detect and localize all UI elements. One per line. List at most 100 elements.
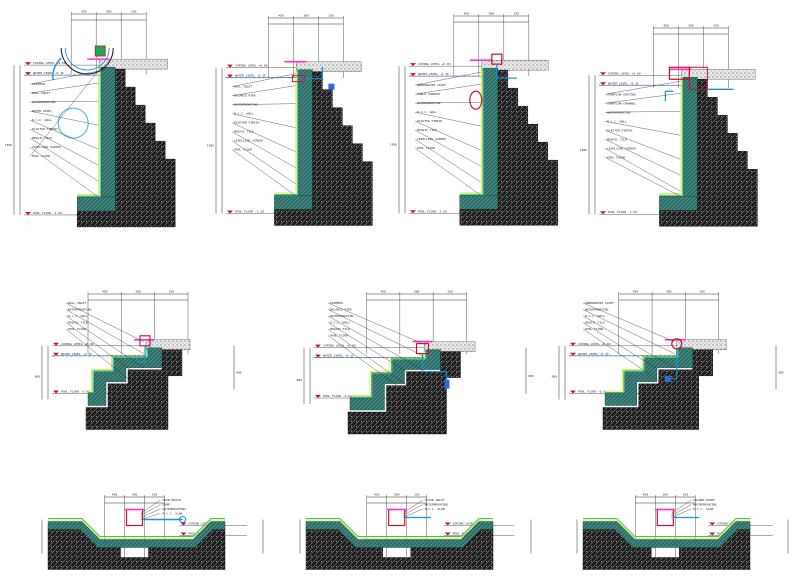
level-label: POOL FLOOR -0.60 [578, 390, 607, 394]
leader-line [327, 302, 423, 344]
rcc-slab [582, 521, 751, 548]
callout-note: POOL FLOOR [32, 154, 50, 158]
level-marker-icon [600, 211, 606, 215]
skimmer-basket [60, 47, 114, 75]
level-marker-icon [53, 342, 59, 346]
callout-note: R.C.C. WALL [32, 118, 52, 122]
callout-note: POOL FLOOR [68, 327, 86, 331]
dimension-label: 150 [683, 493, 689, 497]
callout-note: LEVELLING SCREED [32, 145, 61, 149]
coping-bed [98, 58, 168, 70]
dimension-label: 450 [278, 14, 284, 18]
callout-note: CABLE CONDUIT [417, 92, 441, 96]
level-marker-icon [600, 82, 606, 86]
render-layer [605, 347, 679, 393]
dimension-label: 600 [552, 375, 558, 379]
level-marker-icon [410, 63, 416, 67]
dimension-label: 150 [447, 290, 453, 294]
leader-line [327, 309, 423, 356]
leader-line [29, 71, 99, 157]
rcc-wall [349, 349, 441, 411]
level-label: WATER LEVEL -0.15 [608, 81, 639, 85]
level-marker-icon [53, 390, 59, 394]
leader-line [604, 93, 681, 104]
callout-note: MOSAIC TILE [585, 321, 605, 325]
backfill-hatch [659, 79, 758, 227]
rcc-floor [659, 196, 698, 211]
leader-line [29, 128, 99, 166]
level-marker-icon [227, 74, 233, 78]
dimension-label: 300 [303, 14, 309, 18]
leader-line [604, 81, 681, 95]
callout-note: MOSAIC TILE [68, 321, 88, 325]
leader-line [29, 110, 99, 126]
rcc-floor [274, 195, 313, 210]
dimension-label: 450 [464, 12, 470, 16]
rcc-wall [298, 69, 313, 210]
leader-line [671, 504, 692, 516]
level-marker-icon [227, 210, 233, 214]
pipe-end [179, 516, 186, 523]
leader-line [582, 328, 675, 392]
level-marker-icon [570, 342, 576, 346]
leader-line [327, 322, 423, 382]
level-marker-icon [410, 210, 416, 214]
callout-note: UNDERWATER LIGHT [417, 83, 446, 87]
cable-conduit [496, 64, 517, 79]
callout-note: POOL FLOOR [417, 146, 435, 150]
level-label: COPING LEVEL +0.00 [189, 522, 222, 526]
callout-note: BALANCE PIPE [330, 308, 352, 312]
callout-note: OVERFLOW CHANNEL [607, 101, 636, 105]
floor-fitting [656, 508, 674, 527]
leader-line [29, 82, 99, 94]
floor-fitting [125, 508, 144, 527]
dimension-label: 1500 [5, 143, 12, 147]
waterproof-membrane [274, 69, 297, 194]
level-label: WATER LEVEL -0.15 [33, 71, 64, 75]
callout-note: MOSAIC TILE [607, 137, 627, 141]
balance-pipe [304, 66, 323, 80]
dimension-label: 450 [112, 493, 118, 497]
rcc-slab [47, 521, 226, 548]
dimension-label: 150 [414, 493, 420, 497]
callout-note: LEVELLING SCREED [234, 139, 263, 143]
level-marker-icon [25, 62, 31, 66]
level-marker-icon [444, 532, 451, 536]
leader-line [582, 315, 675, 368]
dimension-label: 300 [135, 290, 141, 294]
dimension-label: 600 [297, 378, 303, 382]
dimension-label: 450 [663, 24, 669, 28]
leader-line [402, 508, 423, 518]
dimension-label: 300 [394, 493, 400, 497]
leader-line [29, 70, 99, 85]
callout-note: WATERPROOFING [32, 100, 56, 104]
level-label: POOL FLOOR -1.50 [33, 211, 62, 215]
leader-line [29, 146, 99, 198]
inlet-pipe [52, 57, 62, 81]
level-marker-icon [315, 344, 321, 348]
callout-note: POOL FLOOR [585, 327, 603, 331]
leader-line [231, 149, 296, 196]
dimension-label: 300 [414, 290, 420, 294]
leader-line [231, 122, 296, 152]
leader-line [414, 120, 481, 151]
rcc-wall [483, 67, 498, 210]
level-label: COPING LEVEL +0.00 [323, 344, 356, 348]
dimension-label: 1500 [580, 148, 587, 152]
callout-note: WALL INLET [234, 85, 252, 89]
callout-note: WATERPROOFING [163, 507, 187, 511]
callout-note: WATERPROOFING [417, 101, 441, 105]
waterproof-membrane [659, 77, 682, 195]
render-layer [583, 518, 750, 537]
level-label: WATER LEVEL -0.15 [323, 354, 354, 358]
dimension-label: 150 [328, 14, 334, 18]
callout-note: POOL FLOOR [330, 334, 348, 338]
dimension-label: 900 [528, 374, 534, 378]
callout-note: SKIMMER [32, 82, 45, 86]
